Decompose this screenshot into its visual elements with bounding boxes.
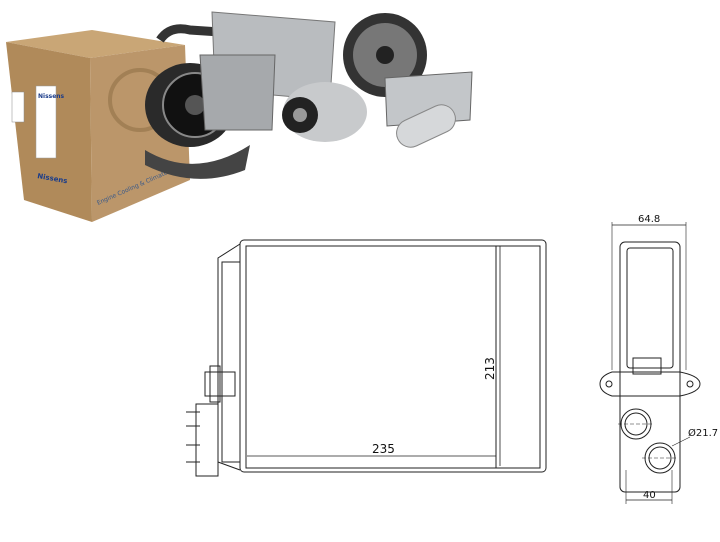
ac-compressor: [282, 82, 367, 142]
radiator-fan: [343, 13, 427, 97]
pipe-diameter-dimension: Ø21.7: [688, 427, 718, 439]
side-width-dimension: 64.8: [638, 214, 660, 225]
nissens-box: Nissens Nissens Engine Cooling & Climate: [6, 30, 190, 222]
front-view: [186, 239, 547, 477]
pipe-spacing-dimension: 40: [643, 490, 656, 501]
height-dimension: 213: [483, 357, 497, 380]
product-photo: Nissens Nissens Engine Cooling & Climate: [6, 11, 473, 222]
condenser: [199, 11, 336, 131]
box-logo: Nissens: [38, 93, 65, 100]
receiver-dryer: [396, 104, 456, 148]
side-view: [599, 222, 701, 504]
width-dimension: 235: [372, 442, 395, 456]
